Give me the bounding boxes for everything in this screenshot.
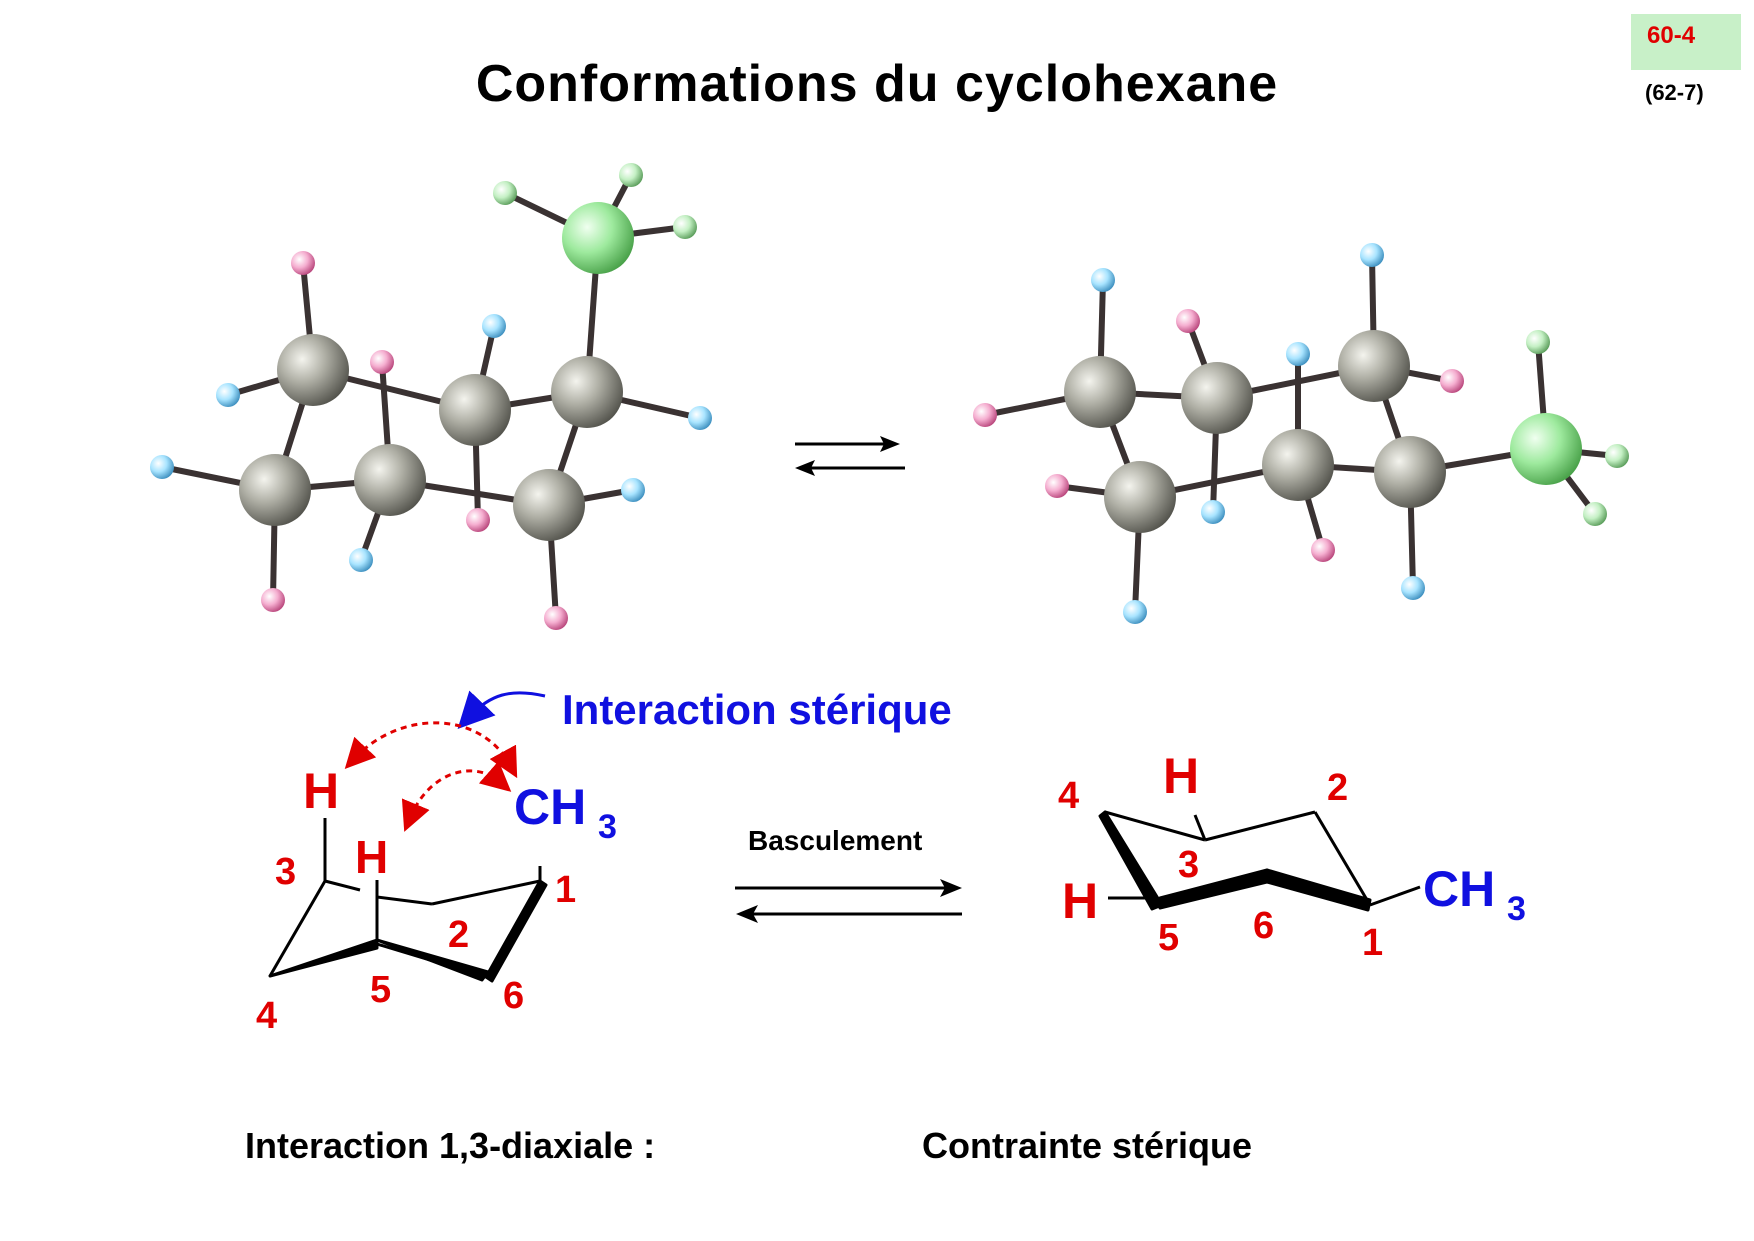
caption-diaxial-interaction: Interaction 1,3-diaxiale : — [245, 1125, 656, 1166]
hydrogen-atom — [688, 406, 712, 430]
hydrogen-atom — [1526, 330, 1550, 354]
carbon-atom — [439, 374, 511, 446]
hydrogen-atom — [493, 181, 517, 205]
carbon-atom — [513, 469, 585, 541]
hydrogen-atom — [544, 606, 568, 630]
hydrogen-atom — [1176, 309, 1200, 333]
diaxial-interaction-arrow-outer — [344, 721, 518, 779]
reference-number: (62-7) — [1645, 80, 1704, 105]
left-methyl-label: CH — [514, 779, 586, 835]
carbon-atom — [1064, 356, 1136, 428]
steric-interaction-label: Interaction stérique — [562, 686, 952, 733]
hydrogen-atom — [1201, 500, 1225, 524]
hydrogen-atom — [216, 383, 240, 407]
carbon-atom — [1104, 461, 1176, 533]
right-carbon-number-1: 1 — [1362, 922, 1383, 964]
chair-conformation-axial — [268, 818, 548, 983]
hydrogen-atom — [370, 350, 394, 374]
left-carbon-number-3: 3 — [275, 851, 296, 893]
caption-steric-strain: Contrainte stérique — [922, 1125, 1253, 1166]
right-axial-hydrogen: H — [1163, 748, 1199, 804]
carbon-atom — [1338, 330, 1410, 402]
hydrogen-atom — [150, 455, 174, 479]
left-axial-hydrogen-top: H — [303, 763, 339, 819]
carbon-atom — [277, 334, 349, 406]
hydrogen-atom — [349, 548, 373, 572]
slide-number-badge: 60-4 — [1631, 14, 1741, 70]
carbon-atom — [1181, 362, 1253, 434]
left-carbon-number-1: 1 — [555, 869, 576, 911]
left-carbon-number-5: 5 — [370, 969, 391, 1011]
methyl-carbon-atom — [562, 202, 634, 274]
hydrogen-atom — [261, 588, 285, 612]
flip-label: Basculement — [748, 825, 922, 856]
right-carbon-number-4: 4 — [1058, 775, 1079, 817]
right-carbon-number-5: 5 — [1158, 917, 1179, 959]
steric-interaction-arrow — [457, 690, 546, 730]
left-carbon-number-2: 2 — [448, 914, 469, 956]
left-axial-hydrogen-inner: H — [355, 831, 388, 883]
carbon-atom — [1262, 429, 1334, 501]
hydrogen-atom — [482, 314, 506, 338]
equilibrium-arrows-bottom — [735, 879, 962, 923]
carbon-atom — [1374, 436, 1446, 508]
hydrogen-atom — [1123, 600, 1147, 624]
atoms-right-model — [973, 243, 1629, 624]
hydrogen-atom — [673, 215, 697, 239]
right-carbon-number-2: 2 — [1327, 767, 1348, 809]
page-title: Conformations du cyclohexane — [475, 55, 1279, 113]
atoms-left-model — [150, 163, 712, 630]
left-carbon-number-6: 6 — [503, 975, 524, 1017]
carbon-atom — [239, 454, 311, 526]
hydrogen-atom — [1401, 576, 1425, 600]
hydrogen-atom — [1440, 369, 1464, 393]
left-carbon-number-4: 4 — [256, 995, 277, 1037]
hydrogen-atom — [1605, 444, 1629, 468]
right-methyl-label: CH — [1423, 861, 1495, 917]
equilibrium-arrows-top — [795, 436, 905, 476]
right-methyl-subscript: 3 — [1507, 890, 1526, 928]
hydrogen-atom — [291, 251, 315, 275]
chair-conformation-equatorial — [1098, 810, 1421, 912]
hydrogen-atom — [1045, 474, 1069, 498]
left-methyl-subscript: 3 — [598, 808, 617, 846]
hydrogen-atom — [1583, 502, 1607, 526]
hydrogen-atom — [1286, 342, 1310, 366]
hydrogen-atom — [621, 478, 645, 502]
hydrogen-atom — [1091, 268, 1115, 292]
carbon-atom — [551, 356, 623, 428]
diaxial-interaction-arrow-inner — [401, 760, 512, 832]
hydrogen-atom — [973, 403, 997, 427]
right-equatorial-hydrogen: H — [1062, 873, 1098, 929]
hydrogen-atom — [466, 508, 490, 532]
hydrogen-atom — [619, 163, 643, 187]
right-carbon-number-6: 6 — [1253, 905, 1274, 947]
carbon-atom — [354, 444, 426, 516]
hydrogen-atom — [1360, 243, 1384, 267]
hydrogen-atom — [1311, 538, 1335, 562]
right-carbon-number-3: 3 — [1178, 844, 1199, 886]
methyl-carbon-atom — [1510, 413, 1582, 485]
